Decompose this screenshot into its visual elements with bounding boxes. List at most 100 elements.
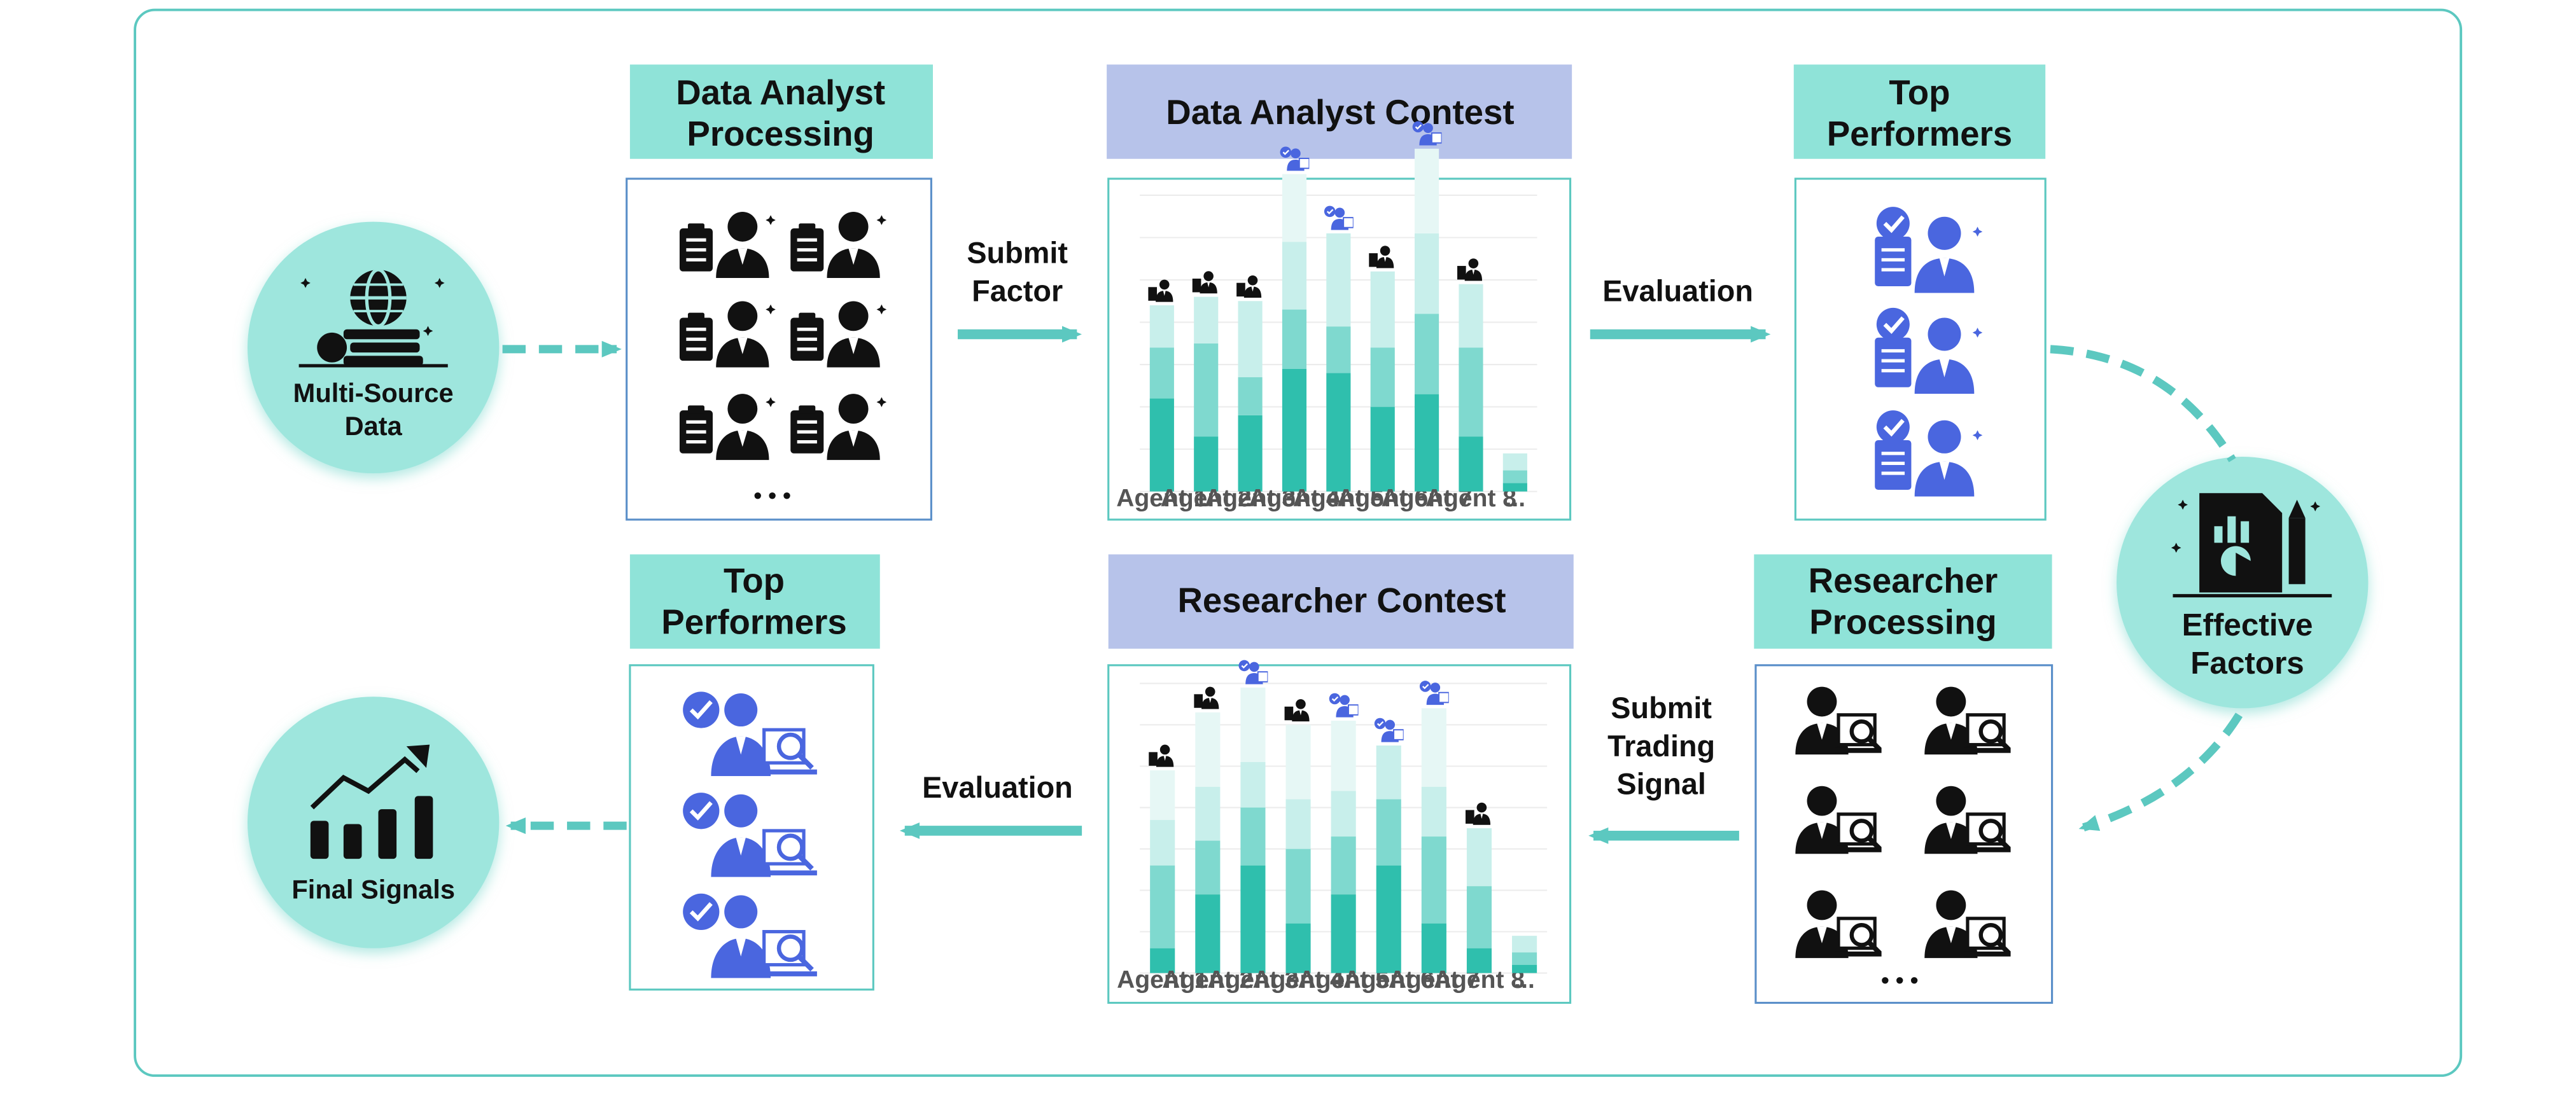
bar-segment bbox=[1149, 398, 1174, 492]
submit-factor-label-line-1: Submit bbox=[967, 237, 1068, 270]
panel-top-performers-1: Top Performers bbox=[1793, 64, 2047, 521]
top-performers-1-title-line-1: Top bbox=[1889, 73, 1950, 112]
bar-segment bbox=[1285, 923, 1311, 973]
tick-label: Agent 1 bbox=[1117, 966, 1208, 994]
multi-source-label-line-2: Data bbox=[345, 411, 403, 441]
bar-segment bbox=[1512, 964, 1537, 973]
bar-segment bbox=[1512, 936, 1537, 953]
arrow-effective-to-researcher bbox=[2078, 712, 2243, 831]
tick-label: Agent 2 bbox=[1162, 966, 1253, 994]
tick-label: Agent 3 bbox=[1205, 485, 1296, 512]
tick-label: Agent 8 bbox=[1425, 485, 1516, 512]
arrow-submit-factor: Submit Factor bbox=[958, 237, 1082, 343]
bar-segment bbox=[1238, 301, 1263, 378]
bar-segment bbox=[1326, 326, 1351, 373]
top-performers-1-title-line-2: Performers bbox=[1827, 114, 2012, 153]
bar-segment bbox=[1285, 725, 1311, 800]
report-chart-icon bbox=[2171, 493, 2332, 598]
bar-segment bbox=[1421, 836, 1446, 924]
final-signals-label: Final Signals bbox=[291, 875, 455, 905]
bar-segment bbox=[1195, 712, 1221, 787]
top-performers-2-title-line-2: Performers bbox=[661, 602, 846, 641]
tick-label: ... bbox=[1514, 966, 1535, 994]
bar-segment bbox=[1331, 836, 1356, 895]
bar-segment bbox=[1502, 453, 1527, 471]
submit-trading-signal-label-line-2: Trading bbox=[1607, 730, 1715, 763]
bar-segment bbox=[1331, 894, 1356, 973]
bar-segment bbox=[1376, 865, 1401, 973]
header-data-analyst-processing bbox=[629, 64, 933, 159]
panel-top-performers-2: Top Performers bbox=[629, 554, 880, 991]
bar-segment bbox=[1459, 347, 1483, 437]
bar-segment bbox=[1421, 787, 1446, 837]
bar-segment bbox=[1326, 233, 1351, 327]
growth-bars-icon bbox=[310, 744, 433, 859]
tick-label: Agent 7 bbox=[1382, 485, 1473, 512]
da-processing-title-line-1: Data Analyst bbox=[676, 73, 885, 112]
ellipsis: • • • bbox=[1881, 967, 1918, 993]
bar-segment bbox=[1194, 296, 1219, 343]
header-researcher-contest bbox=[1108, 554, 1574, 649]
tick-label: Agent 5 bbox=[1293, 485, 1384, 512]
bar-segment bbox=[1415, 233, 1439, 314]
da-contest-title: Data Analyst Contest bbox=[1166, 93, 1514, 132]
bar-segment bbox=[1150, 770, 1175, 821]
bar-segment bbox=[1150, 865, 1175, 948]
bar-segment bbox=[1282, 309, 1307, 369]
panel-data-analyst-processing: Data Analyst Processing • • • bbox=[626, 64, 933, 521]
tick-label: Agent 5 bbox=[1298, 966, 1389, 994]
submit-factor-label-line-2: Factor bbox=[972, 274, 1063, 307]
arrow-submit-trading-signal: Submit Trading Signal bbox=[1588, 691, 1739, 844]
header-researcher-processing bbox=[1754, 554, 2052, 649]
bar-segment bbox=[1466, 828, 1492, 887]
bar-segment bbox=[1466, 948, 1492, 973]
effective-factors-label-line-1: Effective bbox=[2182, 607, 2313, 642]
da-processing-title-line-2: Processing bbox=[687, 114, 874, 153]
bar-segment bbox=[1149, 305, 1174, 348]
bar-segment bbox=[1370, 271, 1395, 348]
bar-segment bbox=[1282, 368, 1307, 492]
evaluation-1-label: Evaluation bbox=[1602, 274, 1753, 307]
bar-segment bbox=[1282, 174, 1307, 242]
bar-segment bbox=[1285, 849, 1311, 924]
bar-segment bbox=[1195, 894, 1221, 973]
res-processing-title-line-2: Processing bbox=[1809, 602, 1997, 641]
arrow-evaluation-1: Evaluation bbox=[1590, 274, 1771, 343]
bar-segment bbox=[1194, 436, 1219, 492]
bar-segment bbox=[1331, 720, 1356, 791]
bar-segment bbox=[1376, 745, 1401, 800]
bar-segment bbox=[1194, 343, 1219, 437]
panel-researcher-processing: Researcher Processing • • • bbox=[1754, 554, 2054, 1004]
bar-segment bbox=[1331, 791, 1356, 837]
bar-segment bbox=[1370, 347, 1395, 407]
bar-segment bbox=[1459, 436, 1483, 492]
bar-segment bbox=[1195, 787, 1221, 841]
top-performers-2-title-line-1: Top bbox=[724, 561, 785, 600]
bar-segment bbox=[1285, 799, 1311, 849]
bar-segment bbox=[1326, 373, 1351, 492]
tick-label: Agent 2 bbox=[1161, 485, 1252, 512]
bar-segment bbox=[1238, 377, 1263, 415]
res-processing-title-line-1: Researcher bbox=[1809, 561, 1998, 600]
tick-label: Agent 6 bbox=[1337, 485, 1428, 512]
tick-label: Agent 8 bbox=[1434, 966, 1525, 994]
res-contest-title: Researcher Contest bbox=[1177, 581, 1506, 620]
node-multi-source-data: Multi-Source Data bbox=[247, 221, 500, 474]
tick-label: Agent 6 bbox=[1343, 966, 1434, 994]
multi-source-label-line-1: Multi-Source bbox=[293, 378, 454, 408]
tick-label: Agent 4 bbox=[1249, 485, 1340, 512]
tick-label: Agent 7 bbox=[1389, 966, 1480, 994]
evaluation-2-label: Evaluation bbox=[922, 771, 1073, 804]
bar-segment bbox=[1502, 483, 1527, 492]
tick-label: ... bbox=[1505, 485, 1526, 512]
bar-segment bbox=[1240, 687, 1266, 762]
bar-segment bbox=[1240, 807, 1266, 866]
bar-segment bbox=[1459, 284, 1483, 348]
tick-label: Agent 3 bbox=[1207, 966, 1298, 994]
bar-segment bbox=[1240, 865, 1266, 973]
